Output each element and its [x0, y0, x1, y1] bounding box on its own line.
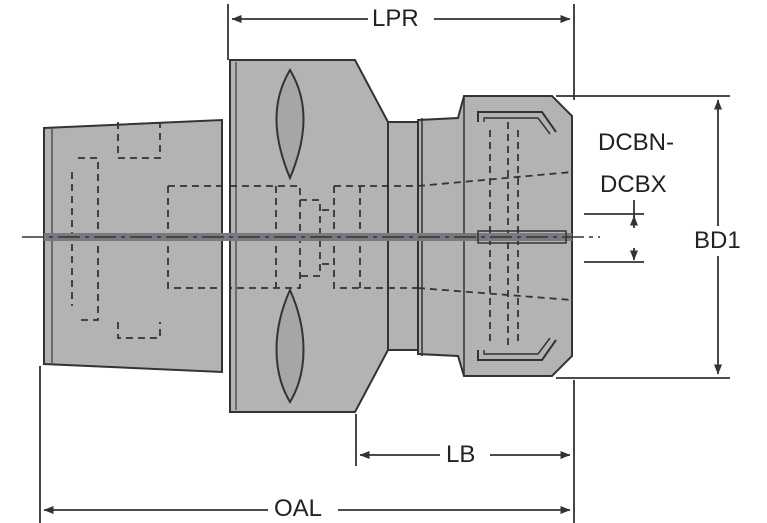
dcbx-label: DCBX [600, 171, 667, 198]
taper-shank [43, 118, 223, 374]
clamp-hook-bottom-inner [483, 337, 551, 355]
center-band [44, 233, 572, 241]
lpr-label: LPR [372, 5, 419, 32]
oal-label: OAL [274, 495, 323, 522]
clamp-hook-bottom [477, 339, 557, 361]
dcbn-label: DCBN- [598, 129, 674, 156]
dimensions [39, 4, 730, 523]
bd1-label: BD1 [694, 227, 741, 254]
drive-slot-bottom [275, 287, 305, 404]
bore-slot [477, 230, 567, 244]
lb-label: LB [446, 441, 476, 468]
clamp-hook-top [477, 111, 557, 133]
clamp-hook-top-inner [483, 117, 551, 135]
drive-slot-top [275, 68, 305, 181]
